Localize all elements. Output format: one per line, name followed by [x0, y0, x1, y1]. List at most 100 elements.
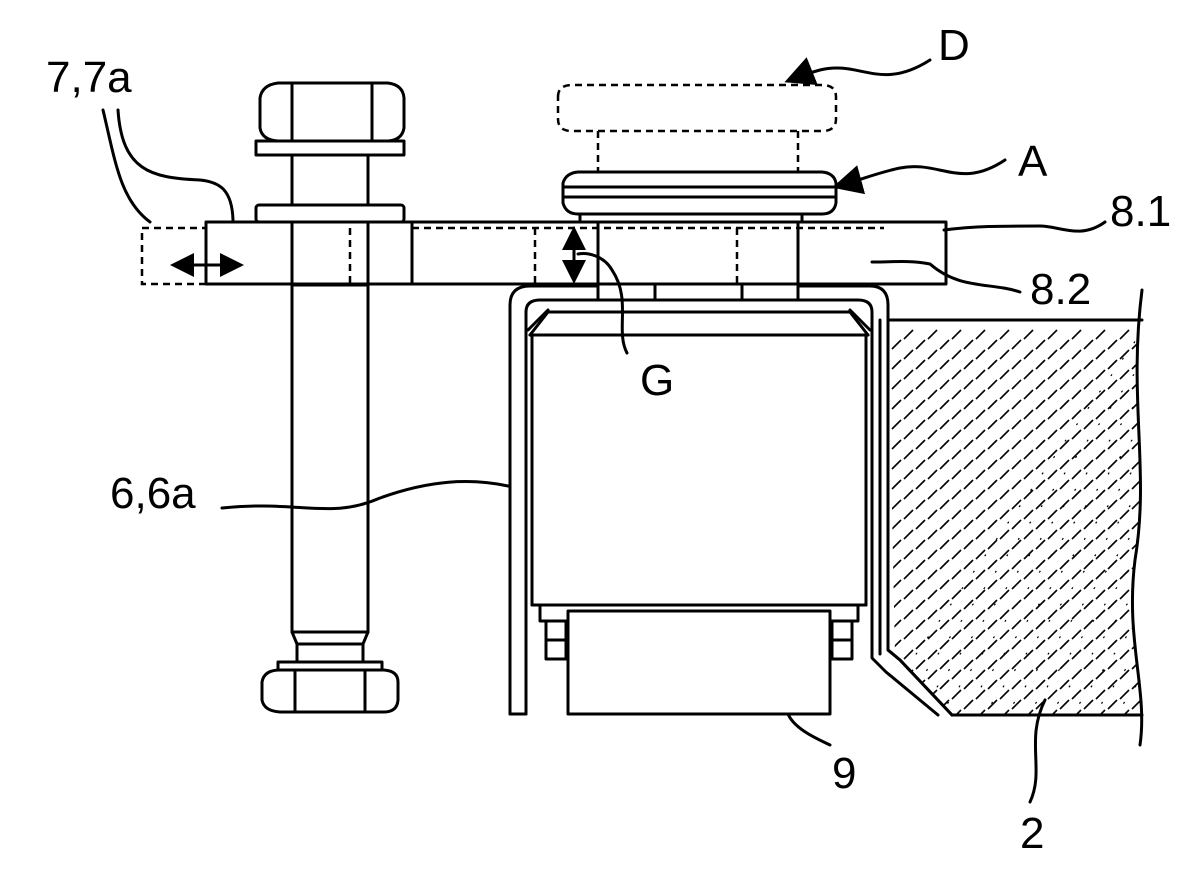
hatch-mark — [999, 609, 1010, 620]
hatch-mark — [1095, 389, 1106, 400]
hatch-mark — [1095, 509, 1106, 520]
hatch-mark — [1035, 599, 1046, 610]
hatch-mark — [963, 639, 974, 650]
hatch-mark — [987, 599, 998, 610]
hatch-mark — [939, 639, 950, 650]
hatch-mark — [1107, 479, 1118, 490]
hatch-mark — [1035, 499, 1046, 510]
hatch-mark — [1083, 459, 1094, 470]
hatch-mark — [975, 649, 986, 660]
hatch-mark — [1107, 519, 1118, 530]
hatch-mark — [987, 699, 998, 710]
hatch-mark — [1119, 329, 1130, 340]
hatch-mark — [1023, 569, 1034, 580]
hatch-mark — [963, 359, 974, 370]
hatch-mark — [987, 519, 998, 530]
leader-lines — [101, 57, 1107, 804]
label-6-6a: 6,6a — [110, 469, 196, 518]
hatch-mark — [1059, 399, 1070, 410]
hatch-mark — [951, 629, 962, 640]
hatch-mark — [951, 469, 962, 480]
hatch-mark — [963, 659, 974, 670]
hatch-mark — [963, 459, 974, 470]
hatch-mark — [1107, 699, 1118, 710]
hatch-mark — [903, 349, 914, 360]
hatch-mark — [939, 559, 950, 570]
hatch-mark — [999, 369, 1010, 380]
hatch-mark — [1144, 490, 1153, 499]
hatch-mark — [1011, 539, 1022, 550]
hatch-mark — [891, 339, 902, 350]
hatch-mark — [1119, 389, 1130, 400]
hatch-mark — [1083, 359, 1094, 370]
hatch-mark — [891, 699, 902, 710]
hatch-mark — [1071, 629, 1082, 640]
hatch-mark — [1059, 419, 1070, 430]
hatch-mark — [927, 609, 938, 620]
hatch-mark — [1059, 559, 1070, 570]
hatch-line — [891, 320, 1144, 715]
label-a: A — [1018, 137, 1048, 186]
hatch-mark — [1107, 359, 1118, 370]
hatch-mark — [915, 499, 926, 510]
hatch-mark — [1071, 449, 1082, 460]
hatch-mark — [1156, 420, 1165, 429]
wall-2 — [886, 288, 1200, 747]
hatch-mark — [1156, 400, 1165, 409]
hatch-mark — [892, 720, 901, 729]
hatch-mark — [951, 429, 962, 440]
hatch-mark — [1107, 399, 1118, 410]
hatch-mark — [1071, 529, 1082, 540]
hatch-mark — [1156, 680, 1165, 689]
hatch-mark — [1035, 679, 1046, 690]
hatch-mark — [1023, 589, 1034, 600]
hatch-mark — [987, 419, 998, 430]
hatch-mark — [1071, 329, 1082, 340]
roller-block — [566, 609, 832, 716]
hatch-mark — [1023, 429, 1034, 440]
hatch-mark — [927, 349, 938, 360]
hatch-mark — [939, 599, 950, 610]
hatch-mark — [1059, 579, 1070, 590]
hatch-mark — [1083, 519, 1094, 530]
hatch-line — [1156, 320, 1200, 720]
hatch-mark — [1107, 679, 1118, 690]
hatch-mark — [927, 549, 938, 560]
hatch-mark — [1107, 339, 1118, 350]
hatch-mark — [1119, 349, 1130, 360]
hatch-line — [1111, 320, 1144, 715]
hatch-mark — [1035, 479, 1046, 490]
hatch-mark — [927, 489, 938, 500]
hatch-mark — [1071, 609, 1082, 620]
hatch-mark — [1095, 369, 1106, 380]
hatch-mark — [903, 649, 914, 660]
hatch-mark — [1011, 339, 1022, 350]
hatch-mark — [1047, 549, 1058, 560]
hatch-mark — [1035, 539, 1046, 550]
hatch-mark — [963, 519, 974, 530]
hatch-mark — [1059, 619, 1070, 630]
hatch-mark — [1156, 540, 1165, 549]
hatch-mark — [999, 629, 1010, 640]
hatch-mark — [1035, 399, 1046, 410]
hatch-mark — [891, 539, 902, 550]
hatch-mark — [975, 489, 986, 500]
hatch-mark — [1084, 720, 1093, 729]
hatch-mark — [1144, 550, 1153, 559]
hatch-mark — [1059, 359, 1070, 370]
hatch-mark — [951, 689, 962, 700]
hatch-mark — [1144, 650, 1153, 659]
hatch-mark — [927, 629, 938, 640]
hatch-mark — [927, 449, 938, 460]
hatch-mark — [987, 359, 998, 370]
hatch-mark — [951, 409, 962, 420]
hatch-mark — [1095, 329, 1106, 340]
hatch-mark — [1071, 649, 1082, 660]
hatch-mark — [1107, 459, 1118, 470]
hatch-mark — [891, 639, 902, 650]
hatch-mark — [891, 599, 902, 610]
top-washer — [254, 139, 406, 157]
hatch-mark — [1059, 499, 1070, 510]
hatch-mark — [999, 489, 1010, 500]
hatch-mark — [963, 379, 974, 390]
